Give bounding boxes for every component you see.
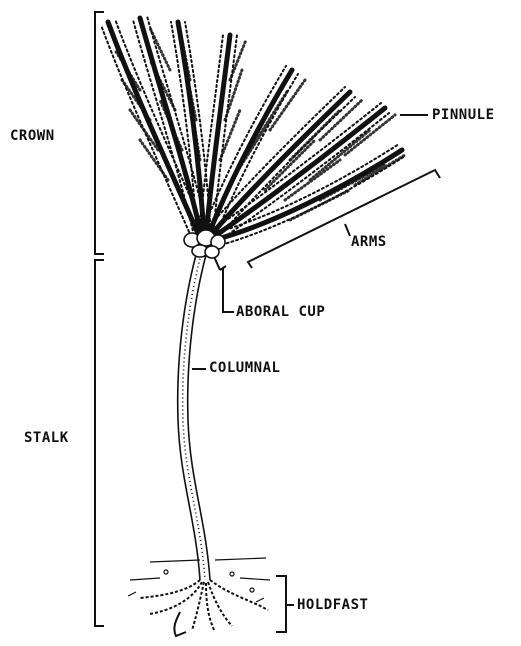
crown-bracket	[95, 12, 104, 254]
crown-label: CROWN	[10, 128, 55, 144]
aboral-cup-label: ABORAL CUP	[236, 304, 325, 320]
holdfast-bracket	[276, 576, 286, 632]
stalk-outline-left	[178, 255, 200, 580]
stalk-outline-right	[188, 255, 210, 580]
holdfast-roots	[140, 580, 268, 636]
crown-arms	[101, 16, 405, 246]
arms-label: ARMS	[351, 234, 387, 250]
stalk-bracket	[95, 260, 104, 626]
stalk-column	[178, 255, 210, 580]
aboral-cup-leader	[223, 268, 234, 312]
holdfast-label: HOLDFAST	[297, 597, 368, 613]
columnal-label: COLUMNAL	[209, 360, 280, 376]
stalk-label: STALK	[24, 430, 69, 446]
pinnule-label: PINNULE	[432, 107, 495, 123]
arms-leader	[345, 224, 350, 236]
bracket-lines	[95, 12, 440, 632]
